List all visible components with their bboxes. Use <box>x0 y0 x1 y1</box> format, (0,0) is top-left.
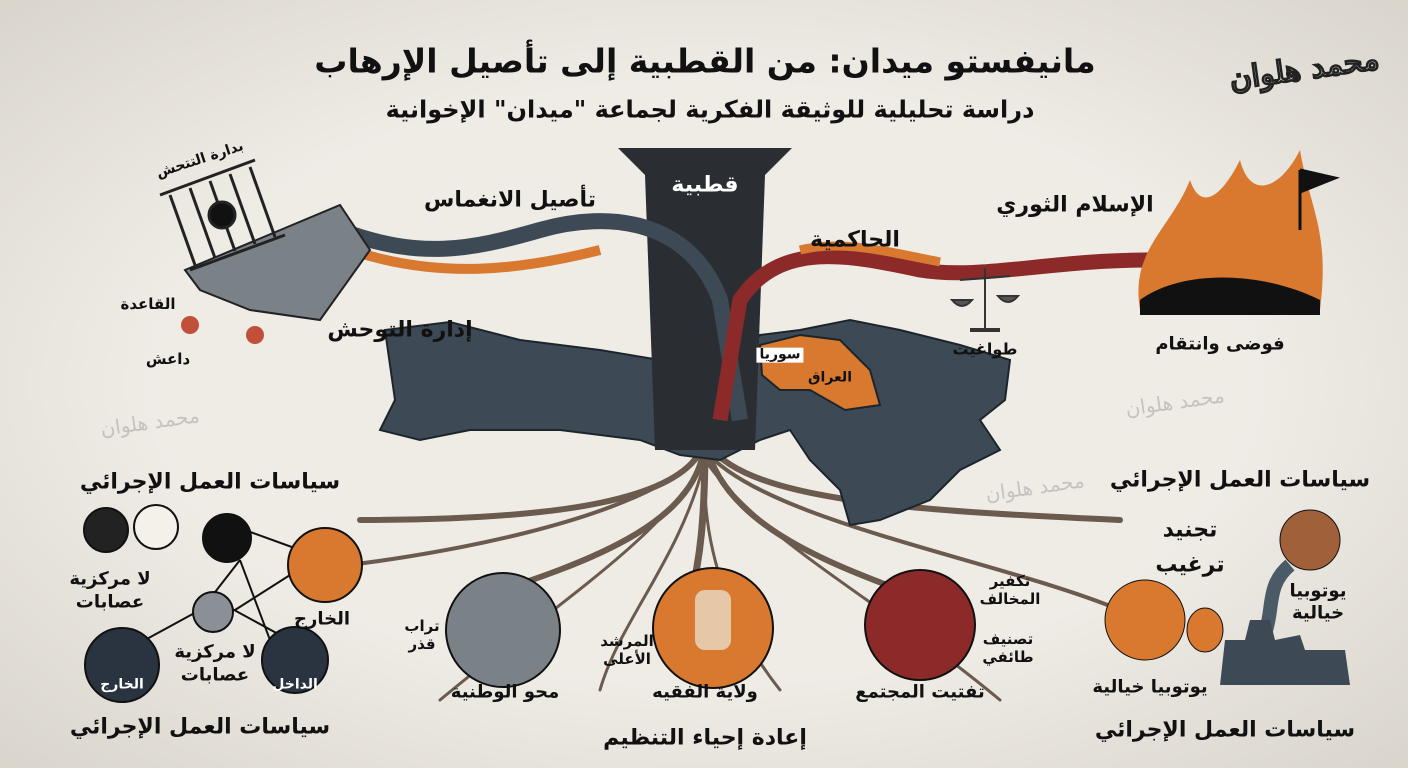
divided-society-circle <box>864 569 976 681</box>
label-revival: إعادة إحياء التنظيم <box>603 725 807 751</box>
orange-ribbon <box>348 245 602 274</box>
hand-icon <box>695 590 731 650</box>
prison-cage-icon <box>159 158 286 272</box>
qaeda-figure <box>181 316 199 334</box>
scales-icon <box>949 268 1021 332</box>
qutbism-pillar <box>618 148 792 450</box>
page-subtitle: دراسة تحليلية للوثيقة الفكرية لجماعة "مي… <box>385 95 1035 124</box>
label-syria: سوريا <box>756 347 804 363</box>
label-chaos: فوضى وانتقام <box>1155 333 1285 355</box>
label-daesh: داعش <box>145 350 191 369</box>
label-savagery: إدارة التوحش <box>327 317 473 343</box>
orange-ribbon-right <box>798 241 941 267</box>
left-decentral-1-line1: لا مركزية <box>69 568 151 590</box>
page-title: مانيفستو ميدان: من القطبية إلى تأصيل الإ… <box>314 41 1096 81</box>
left-decentral-2-line1: لا مركزية <box>174 641 256 663</box>
label-qutbism: قطبية <box>671 172 739 198</box>
label-wilayat-faqih: ولاية الفقيه <box>652 681 758 703</box>
daesh-figure <box>246 326 264 344</box>
label-sectarian-2: طائفي <box>982 648 1034 667</box>
left-decentral-1-line2: عصابات <box>75 591 145 613</box>
label-utopia-1-line1: يوتوبيا <box>1289 580 1347 602</box>
left-heading-top: سياسات العمل الإجرائي <box>79 469 341 495</box>
label-entice: ترغيب <box>1155 552 1225 578</box>
label-fragmentation: تفتيت المجتمع <box>855 681 985 703</box>
label-utopia-1-line2: خيالية <box>1291 602 1345 624</box>
crumbling-cliff <box>183 203 372 322</box>
label-guide-2: الأعلى <box>603 650 651 669</box>
utopia-crowd-circle <box>1279 509 1341 571</box>
label-utopia-2: يوتوبيا خيالية <box>1092 676 1208 698</box>
left-heading-bottom: سياسات العمل الإجرائي <box>69 714 331 740</box>
label-guide-1: المرشد <box>600 632 654 651</box>
label-takfir-1: تكفير <box>989 572 1031 591</box>
burning-city-icon <box>1220 620 1350 685</box>
label-immersion: تأصيل الانغماس <box>423 187 597 213</box>
label-dirt-1: تراب <box>404 617 440 636</box>
immersion-ribbon <box>337 213 748 422</box>
flag-crack-circle <box>445 572 561 688</box>
money-bag-icon <box>1186 607 1224 653</box>
label-recruit: تجنيد <box>1162 517 1218 543</box>
label-dirt-2: قذر <box>408 635 436 654</box>
label-outside-1: الخارج <box>294 608 350 630</box>
label-sectarian-1: تصنيف <box>982 630 1034 649</box>
label-iraq: العراق <box>808 369 852 386</box>
crowd-silhouette <box>1140 277 1320 315</box>
money-circle <box>1104 579 1186 661</box>
left-network <box>83 504 363 703</box>
left-decentral-2-line2: عصابات <box>180 664 250 686</box>
fire-crowd-icon <box>1138 150 1323 310</box>
label-hakimiya: الحاكمية <box>810 227 900 253</box>
right-heading-top: سياسات العمل الإجرائي <box>1109 467 1371 493</box>
hakimiya-ribbon <box>712 249 1151 422</box>
right-heading-bottom: سياسات العمل الإجرائي <box>1094 717 1356 743</box>
flag-icon <box>1298 168 1341 230</box>
label-tawagheet: طواغيت <box>952 339 1018 359</box>
label-erase-nationalism: محو الوطنية <box>450 681 560 703</box>
label-revolutionary-islam: الإسلام الثوري <box>996 192 1154 218</box>
label-takfir-2: المخالف <box>979 590 1041 609</box>
label-outside-2: الخارج <box>100 676 144 693</box>
label-qaeda: القاعدة <box>120 295 176 314</box>
label-inside: الداخل <box>272 676 318 693</box>
